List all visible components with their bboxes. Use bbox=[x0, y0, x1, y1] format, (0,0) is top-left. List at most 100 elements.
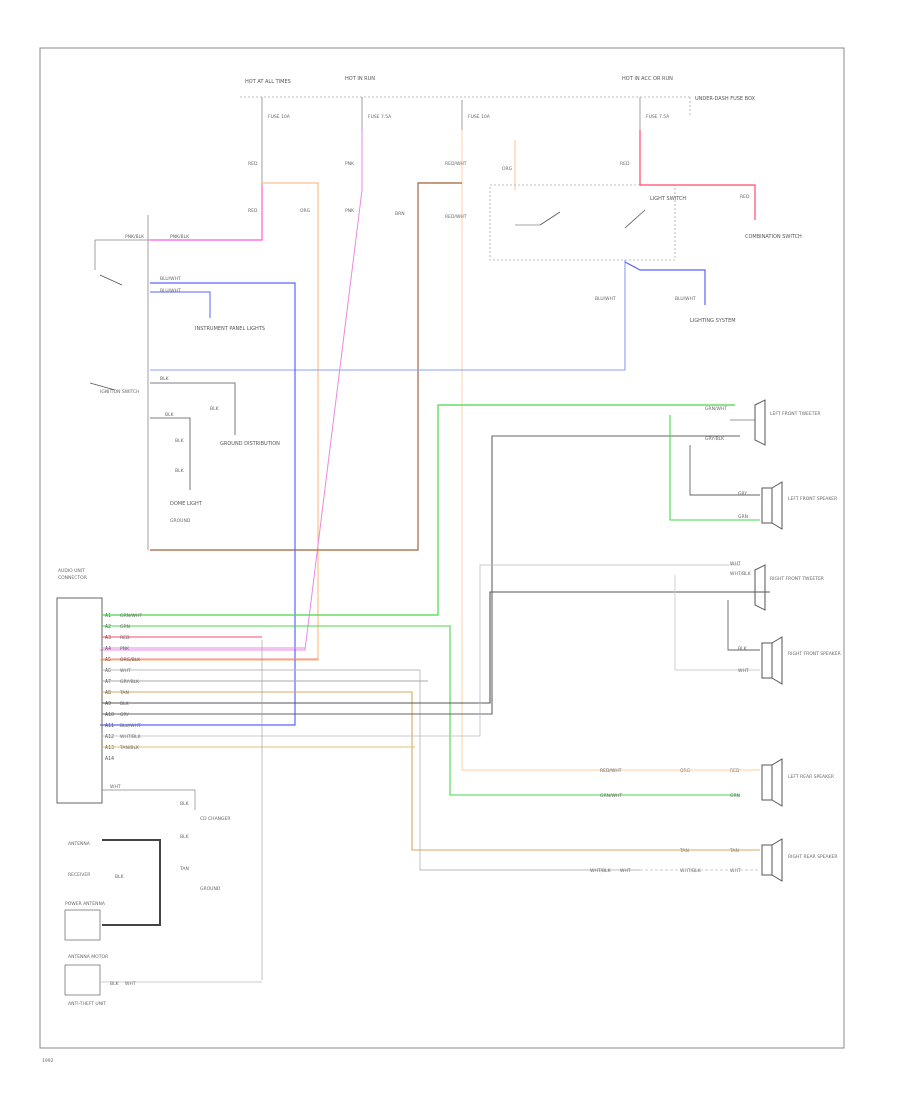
svg-text:RIGHT FRONT TWEETER: RIGHT FRONT TWEETER bbox=[770, 576, 824, 582]
wire-lightblue-r bbox=[150, 260, 626, 371]
door-switch-arm bbox=[99, 274, 123, 286]
svg-text:A14: A14 bbox=[105, 756, 114, 762]
wire-label: BLK bbox=[110, 981, 120, 987]
wire-label: BLK bbox=[160, 376, 170, 382]
ground-label-2: GROUND bbox=[200, 886, 221, 892]
svg-text:A1: A1 bbox=[105, 613, 111, 619]
wire-tan bbox=[461, 130, 640, 771]
diagram-border bbox=[39, 47, 845, 1049]
wire-tan-2 bbox=[102, 691, 680, 851]
wire-label: RED/WHT bbox=[445, 214, 467, 220]
radio-header: AUDIO UNIT bbox=[58, 568, 85, 574]
svg-text:A6: A6 bbox=[105, 668, 111, 674]
svg-text:RIGHT REAR SPEAKER: RIGHT REAR SPEAKER bbox=[788, 854, 838, 860]
wire-label: BLK bbox=[175, 438, 185, 444]
svg-text:A10: A10 bbox=[105, 712, 114, 718]
wire-label: BLK bbox=[115, 874, 125, 880]
rr-speaker: RIGHT REAR SPEAKER TAN TAN WHT/BLK WHT W… bbox=[590, 838, 838, 882]
svg-text:FUSE 7.5A: FUSE 7.5A bbox=[368, 114, 392, 120]
switch-arm-1 bbox=[539, 211, 561, 226]
wire-label: PNK bbox=[345, 208, 355, 214]
antenna-motor-label: ANTENNA MOTOR bbox=[68, 954, 108, 960]
wire-label: BLK bbox=[180, 801, 190, 807]
fuse-3: FUSE 10A bbox=[461, 100, 491, 130]
wire-label: BLK bbox=[175, 468, 185, 474]
svg-text:GRN: GRN bbox=[738, 514, 748, 520]
wire-pink-h1 bbox=[150, 185, 263, 241]
svg-text:WHT: WHT bbox=[730, 868, 741, 874]
wire-dark-l bbox=[150, 382, 236, 435]
fuse-1: FUSE 10A bbox=[261, 97, 291, 130]
wire-label: BLK bbox=[165, 412, 175, 418]
wire-label: BLK bbox=[210, 406, 220, 412]
svg-text:A2: A2 bbox=[105, 624, 111, 630]
rf-tweeter: RIGHT FRONT TWEETER WHT WHT/BLK bbox=[730, 561, 824, 611]
wire-dark-2 bbox=[102, 435, 740, 715]
svg-text:BLK: BLK bbox=[120, 701, 130, 707]
svg-text:RED/WHT: RED/WHT bbox=[600, 768, 622, 774]
wire-gray-1 bbox=[102, 669, 640, 871]
lf-speaker: LEFT FRONT SPEAKER GRY GRN bbox=[738, 481, 837, 530]
svg-text:LEFT REAR SPEAKER: LEFT REAR SPEAKER bbox=[788, 774, 834, 780]
wire-blue-l bbox=[100, 282, 296, 726]
svg-text:GRY: GRY bbox=[738, 491, 747, 497]
wire-blue-l2 bbox=[150, 291, 211, 318]
fuse-4: FUSE 7.5A bbox=[639, 97, 670, 130]
svg-text:GRN: GRN bbox=[120, 624, 130, 630]
svg-text:A12: A12 bbox=[105, 734, 114, 740]
wire-dark-l2 bbox=[150, 417, 191, 490]
power-antenna-box bbox=[64, 909, 101, 941]
light-switch-box bbox=[489, 184, 676, 261]
fuse-2: FUSE 7.5A bbox=[361, 97, 392, 130]
wire-label: PNK/BLK bbox=[125, 234, 145, 240]
svg-text:GRN: GRN bbox=[730, 793, 740, 799]
svg-text:WHT: WHT bbox=[620, 868, 631, 874]
wire-label: RED/WHT bbox=[445, 161, 467, 167]
wire-label: PNK/BLK bbox=[170, 234, 190, 240]
switch-arm-2 bbox=[624, 209, 646, 229]
svg-text:A5: A5 bbox=[105, 657, 111, 663]
svg-text:A3: A3 bbox=[105, 635, 111, 641]
svg-text:FUSE 10A: FUSE 10A bbox=[468, 114, 491, 120]
radio-header-2: CONNECTOR bbox=[58, 575, 87, 581]
antenna-label: ANTENNA bbox=[68, 841, 91, 847]
ground-dist-label: GROUND DISTRIBUTION bbox=[220, 441, 280, 447]
svg-text:TAN: TAN bbox=[679, 848, 689, 854]
svg-text:BLU/WHT: BLU/WHT bbox=[120, 723, 141, 729]
hot-label-3: HOT IN ACC OR RUN bbox=[622, 76, 673, 82]
wire-top-right bbox=[639, 130, 756, 220]
wire-label: ORG bbox=[502, 166, 513, 172]
power-antenna-label: POWER ANTENNA bbox=[65, 901, 106, 907]
svg-text:ORG: ORG bbox=[680, 768, 691, 774]
wire-label: RED bbox=[620, 161, 630, 167]
svg-text:GRN/WHT: GRN/WHT bbox=[120, 613, 142, 619]
svg-text:LEFT FRONT SPEAKER: LEFT FRONT SPEAKER bbox=[788, 496, 837, 502]
svg-text:FUSE 10A: FUSE 10A bbox=[268, 114, 291, 120]
cd-label: CD CHANGER bbox=[200, 816, 230, 822]
wire-gray-fuse bbox=[102, 789, 196, 810]
svg-text:A8: A8 bbox=[105, 690, 111, 696]
svg-text:A4: A4 bbox=[105, 646, 111, 652]
wire-label: RED bbox=[740, 194, 750, 200]
svg-text:LEFT FRONT TWEETER: LEFT FRONT TWEETER bbox=[770, 411, 820, 417]
svg-text:WHT: WHT bbox=[120, 668, 131, 674]
wire-dark-split bbox=[689, 445, 760, 496]
svg-text:RED: RED bbox=[120, 635, 130, 641]
wire-label: TAN bbox=[179, 866, 189, 872]
svg-text:WHT: WHT bbox=[730, 561, 741, 567]
light-switch-label: LIGHT SWITCH bbox=[650, 196, 686, 202]
lighting-system-label: LIGHTING SYSTEM bbox=[690, 318, 736, 324]
combo-label: COMBINATION SWITCH bbox=[745, 234, 802, 240]
svg-text:WHT: WHT bbox=[738, 668, 749, 674]
wire-label: BLU/WHT bbox=[675, 296, 696, 302]
wire-gray-3 bbox=[102, 564, 740, 737]
hot-label-1: HOT AT ALL TIMES bbox=[245, 79, 291, 85]
ignition-label: IGNITION SWITCH bbox=[100, 389, 140, 395]
svg-text:TAN: TAN bbox=[119, 690, 129, 696]
svg-text:GRN/WHT: GRN/WHT bbox=[705, 406, 727, 412]
wire-label: ORG bbox=[300, 208, 311, 214]
anti-theft-label: ANTI-THEFT UNIT bbox=[68, 1001, 106, 1007]
wire-orange bbox=[100, 182, 319, 661]
wire-green-1 bbox=[102, 404, 735, 616]
lf-tweeter: LEFT FRONT TWEETER GRN/WHT GRY/BLK bbox=[705, 399, 820, 446]
